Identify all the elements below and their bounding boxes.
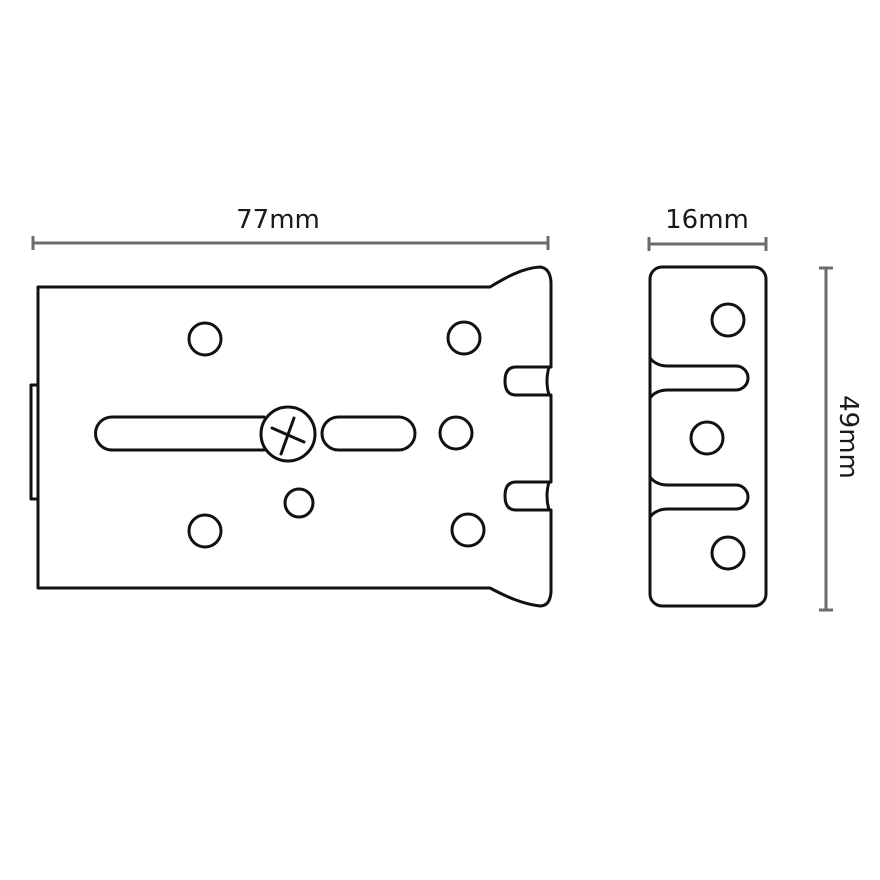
slot-right: [320, 415, 417, 452]
front-view: [29, 265, 553, 608]
side-hole: [710, 535, 746, 571]
clip-slot-bottom: [648, 475, 750, 519]
side-view: [648, 265, 768, 608]
side-body-outline: [648, 265, 768, 608]
mounting-hole: [450, 512, 486, 548]
notch-edge-top: [545, 365, 551, 397]
notch-edge-bottom: [545, 480, 551, 512]
mounting-hole: [187, 513, 223, 549]
mounting-hole: [446, 320, 482, 356]
side-hole: [689, 420, 725, 456]
side-hole: [710, 302, 746, 338]
clip-slot-top: [648, 356, 750, 400]
dimension-16mm: 16mm: [647, 205, 768, 251]
screw-icon: [259, 405, 317, 463]
dimension-49mm: 49mm: [819, 266, 863, 612]
mounting-hole-small: [283, 487, 315, 519]
dimension-77mm: 77mm: [31, 205, 550, 250]
dimension-label-height: 49mm: [833, 395, 863, 479]
mounting-hole: [187, 321, 223, 357]
dimension-label-width: 77mm: [236, 205, 320, 235]
slot-left: [94, 415, 266, 452]
dimension-label-side-width: 16mm: [665, 205, 749, 235]
front-body-outline: [36, 265, 553, 608]
mounting-hole: [438, 415, 474, 451]
